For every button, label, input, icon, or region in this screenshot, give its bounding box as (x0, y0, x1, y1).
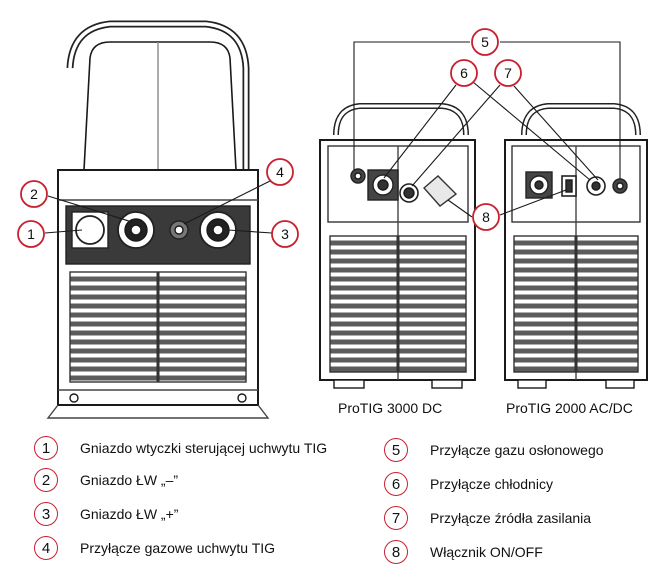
legend-number: 6 (384, 472, 408, 496)
legend-text: Gniazdo ŁW „–” (80, 472, 179, 488)
legend-number: 2 (34, 468, 58, 492)
legend-item-1: 1 Gniazdo wtyczki sterującej uchwytu TIG (34, 436, 327, 460)
svg-text:1: 1 (27, 226, 35, 242)
label-protig-3000-dc: ProTIG 3000 DC (338, 400, 443, 416)
legend-number: 1 (34, 436, 58, 460)
legend-text: Przyłącze gazu osłonowego (430, 442, 604, 458)
svg-text:3: 3 (281, 226, 289, 242)
legend-text: Przyłącze źródła zasilania (430, 510, 592, 526)
welder-diagram: 1 2 3 4 5 6 7 8 (17, 20, 648, 419)
callout-3: 3 (271, 220, 299, 248)
legend-text: Przyłącze chłodnicy (430, 476, 553, 492)
protig-3000-dc-unit (319, 103, 476, 389)
legend-item-4: 4 Przyłącze gazowe uchwytu TIG (34, 536, 275, 560)
legend-text: Gniazdo wtyczki sterującej uchwytu TIG (80, 440, 328, 456)
callout-7: 7 (494, 59, 522, 87)
legend-text: Przyłącze gazowe uchwytu TIG (80, 540, 276, 556)
legend-item-7: 7 Przyłącze źródła zasilania (384, 506, 591, 530)
legend-item-5: 5 Przyłącze gazu osłonowego (384, 438, 604, 462)
legend-text: Gniazdo ŁW „+” (80, 506, 179, 522)
label-protig-2000-acdc: ProTIG 2000 AC/DC (506, 400, 633, 416)
front-welder-unit (46, 20, 270, 419)
svg-text:4: 4 (276, 164, 284, 180)
callout-4: 4 (266, 158, 294, 186)
callout-5: 5 (471, 28, 499, 56)
legend-item-2: 2 Gniazdo ŁW „–” (34, 468, 178, 492)
legend-number: 4 (34, 536, 58, 560)
legend-number: 8 (384, 540, 408, 564)
legend-number: 5 (384, 438, 408, 462)
svg-text:2: 2 (30, 186, 38, 202)
legend-item-6: 6 Przyłącze chłodnicy (384, 472, 553, 496)
svg-text:7: 7 (504, 65, 512, 81)
legend-number: 3 (34, 502, 58, 526)
legend-item-8: 8 Włącznik ON/OFF (384, 540, 543, 564)
protig-2000-acdc-unit (504, 103, 648, 389)
leader-lines (44, 41, 621, 234)
svg-text:8: 8 (482, 209, 490, 225)
callout-1: 1 (17, 220, 45, 248)
legend-text: Włącznik ON/OFF (430, 544, 543, 560)
svg-text:5: 5 (481, 34, 489, 50)
svg-text:6: 6 (460, 65, 468, 81)
legend-item-3: 3 Gniazdo ŁW „+” (34, 502, 178, 526)
callout-2: 2 (20, 180, 48, 208)
callout-6: 6 (450, 59, 478, 87)
callout-8: 8 (472, 203, 500, 231)
legend-number: 7 (384, 506, 408, 530)
